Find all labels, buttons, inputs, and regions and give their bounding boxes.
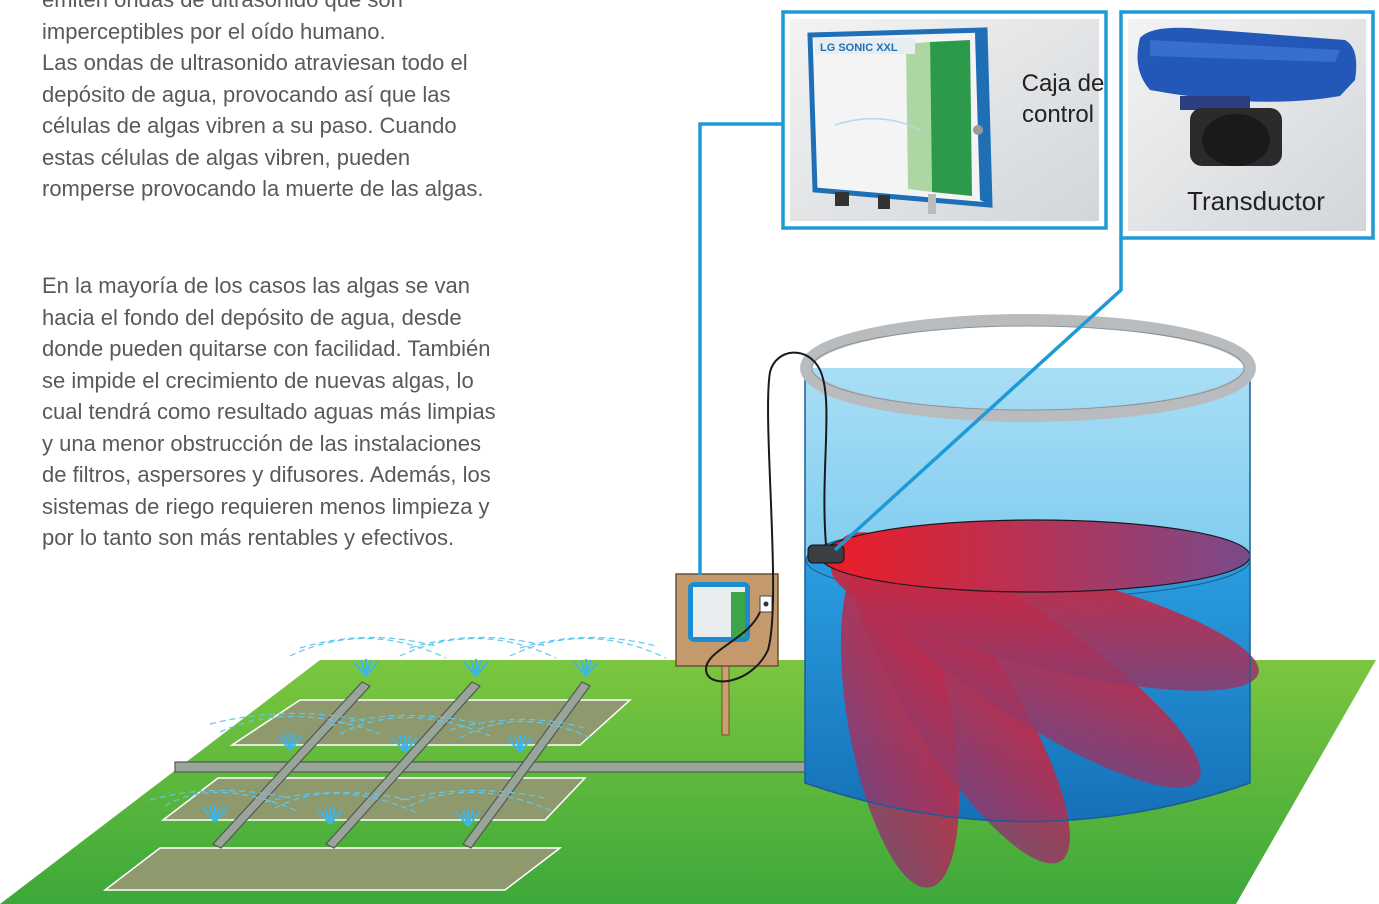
text-line: depósito de agua, provocando así que las [42, 81, 451, 107]
control-device-panel [731, 592, 745, 637]
outlet-hole [763, 601, 769, 607]
text-line: células de algas vibren a su paso. Cuand… [42, 113, 457, 138]
lateral-pipe [462, 681, 591, 849]
text-line: emiten ondas de ultrasonido que son [42, 0, 662, 16]
tank-rim-inner [811, 325, 1245, 411]
text-line: de filtros, aspersores y difusores. Adem… [42, 462, 491, 487]
lateral-pipe [212, 681, 371, 849]
main-pipe [174, 761, 816, 773]
callout-line-control [698, 122, 783, 575]
text-line: sistemas de riego requieren menos limpie… [42, 493, 490, 519]
text-line: imperceptibles por el oído humano. [42, 18, 386, 44]
device-brand-label: LG SONIC XXL [820, 42, 898, 54]
text-line: donde pueden quitarse con facilidad. Tam… [42, 336, 491, 361]
text-line: romperse provocando la muerte de las alg… [42, 176, 484, 201]
description-paragraph-2: En la mayoría de los casos las algas se … [42, 270, 662, 554]
surface-wave [819, 519, 1251, 593]
field-plot [102, 847, 563, 891]
description-paragraph-1: emiten ondas de ultrasonido que son impe… [42, 0, 662, 205]
text-line: y una menor obstrucción de las instalaci… [42, 430, 482, 456]
transducer-photo [1137, 27, 1357, 102]
text-line: por lo tanto son más rentables y efectiv… [42, 525, 455, 550]
lateral-pipe [325, 681, 481, 849]
text-line: se impide el crecimiento de nuevas algas… [42, 367, 474, 393]
text-line: hacia el fondo del depósito de agua, des… [42, 304, 462, 330]
tank-rim [800, 314, 1256, 422]
field-plot [229, 699, 632, 746]
transducer-label: Transductor [1187, 186, 1325, 216]
tank-outline [804, 368, 1251, 823]
control-box-label-line1: Caja de [1022, 70, 1105, 97]
text-line: En la mayoría de los casos las algas se … [42, 273, 471, 298]
sprinkler-sprays [149, 636, 667, 815]
control-box-callout: LG SONIC XXL Caja de control [781, 10, 1108, 230]
text-line: cual tendrá como resultado aguas más lim… [42, 399, 496, 424]
ultrasound-waves [819, 519, 1259, 888]
control-box-label-line2: control [1022, 101, 1094, 128]
transducer-cable [704, 351, 828, 683]
text-line: estas células de algas vibren, pueden [42, 144, 411, 170]
sprinkler-heads [202, 659, 599, 827]
callout-line-transducer [833, 238, 1123, 552]
transducer-callout: Transductor [1119, 10, 1375, 240]
control-post [721, 664, 730, 736]
text-line: Las ondas de ultrasonido atraviesan todo… [42, 50, 468, 75]
